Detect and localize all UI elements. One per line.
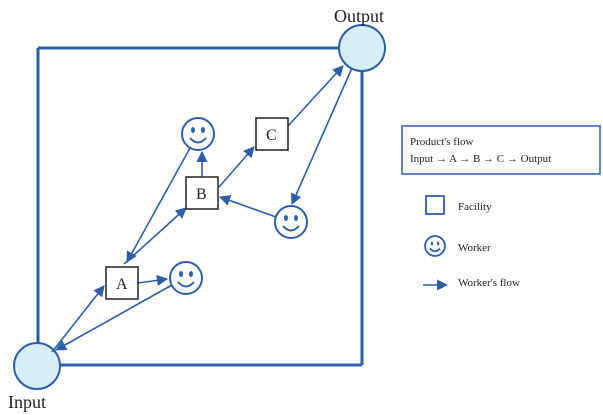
- facility-a: A: [105, 266, 139, 300]
- worker-1-icon: [181, 117, 215, 151]
- output-label: Output: [334, 6, 384, 26]
- facility-a-label: A: [116, 276, 128, 293]
- input-node: Input: [8, 342, 61, 412]
- facility-b-label: B: [196, 186, 207, 203]
- product-flow-boundary: [36, 46, 364, 367]
- legend-title-line2: Input → A → B → C → Output: [410, 153, 551, 165]
- arrow-a-to-worker3: [137, 274, 169, 286]
- legend-facility-icon: [425, 195, 445, 215]
- arrow-worker1-to-a: [126, 147, 191, 263]
- arrow-b-to-c: [218, 146, 255, 188]
- worker-2-icon: [274, 205, 308, 239]
- legend-title-line1: Product's flow: [410, 136, 473, 148]
- arrow-a-to-b: [123, 207, 187, 265]
- legend-worker-icon: [424, 235, 446, 257]
- arrow-worker3-to-input: [55, 284, 173, 351]
- legend-facility-label: Facility: [458, 201, 492, 213]
- worker-3-icon: [169, 261, 203, 295]
- facility-b: B: [185, 176, 219, 210]
- arrow-worker2-to-b: [218, 195, 277, 218]
- output-node: Output: [334, 6, 386, 72]
- facility-c-label: C: [266, 127, 277, 144]
- legend-worker-label: Worker: [458, 242, 491, 254]
- facility-c: C: [255, 117, 289, 151]
- product-flow-box: [401, 125, 601, 175]
- arrow-output-to-worker2: [290, 67, 353, 206]
- input-label: Input: [8, 392, 46, 412]
- legend: Product's flow Input → A → B → C → Outpu…: [401, 125, 601, 291]
- worker-flow-arrows: [51, 65, 353, 353]
- legend-workers-flow-label: Worker's flow: [458, 277, 520, 289]
- arrow-c-to-output: [287, 65, 344, 127]
- arrow-input-to-a: [51, 285, 105, 353]
